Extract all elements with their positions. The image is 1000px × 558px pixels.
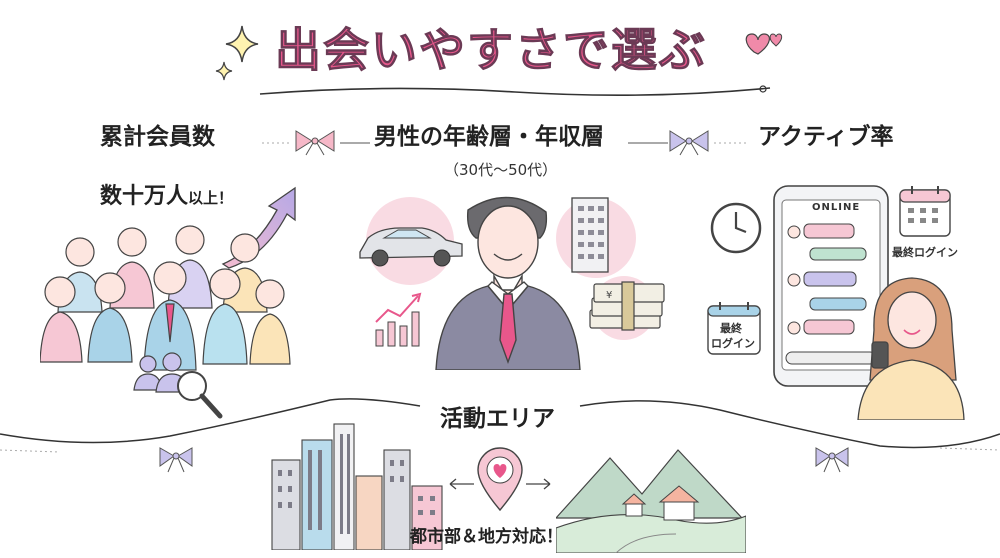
map-pin-icon: [446, 444, 554, 514]
calendar-icon: [898, 184, 952, 238]
city-skyline-illustration: [268, 420, 446, 550]
demographics-heading: 男性の年齢層・年収層: [374, 124, 604, 150]
heart-icon: [742, 22, 792, 62]
activity-heading: アクティブ率: [758, 124, 894, 150]
ribbon-icon: [628, 127, 748, 157]
calendar-label: 最終ログイン: [892, 246, 958, 259]
ribbon-icon: [812, 444, 852, 474]
members-heading: 累計会員数: [100, 124, 215, 150]
badge-line-1: 最終: [720, 322, 742, 335]
car-illustration: [350, 196, 470, 286]
member-count-callout: 数十万人以上！: [100, 178, 233, 210]
page-title: 出会いやすさで選ぶ: [275, 23, 707, 78]
age-range-subtext: （30代〜50代）: [444, 161, 558, 179]
mountain-icon: [556, 438, 746, 553]
svg-text:¥: ¥: [606, 290, 612, 301]
ribbon-icon: [262, 127, 372, 157]
ribbon-icon: [156, 444, 196, 474]
crowd-illustration: [40, 212, 300, 382]
magnifier-icon: [128, 350, 228, 430]
online-status: ONLINE: [812, 202, 861, 213]
badge-line-2: ログイン: [711, 337, 755, 350]
member-count-suffix: 以上！: [188, 189, 234, 207]
sparkle-icon: [214, 22, 274, 82]
title-underline: [255, 80, 775, 104]
area-divider-curve: [0, 390, 1000, 470]
area-heading: 活動エリア: [440, 406, 555, 432]
woman-with-phone-illustration: [856, 270, 966, 420]
businessman-illustration: [428, 190, 588, 370]
bar-chart-icon: [370, 290, 430, 350]
money-icon: ¥: [582, 270, 672, 340]
clock-icon: [708, 200, 764, 256]
area-caption: 都市部＆地方対応！: [410, 527, 563, 547]
member-count-value: 数十万人: [100, 184, 189, 209]
building-icon: [548, 192, 638, 282]
